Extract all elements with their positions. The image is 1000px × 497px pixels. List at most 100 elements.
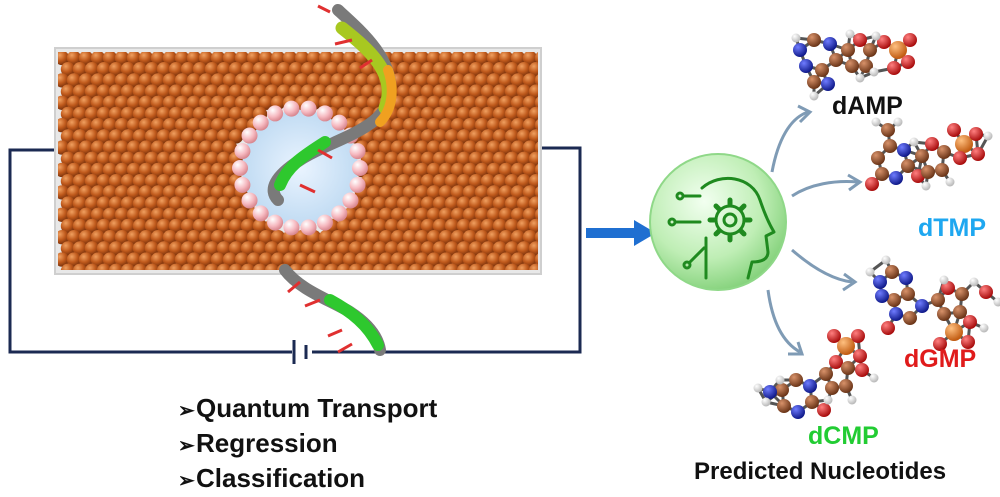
atom-c	[829, 53, 843, 67]
atom-h	[754, 384, 763, 393]
caption-predicted-nucleotides: Predicted Nucleotides	[694, 458, 946, 486]
rim-atom	[267, 215, 283, 231]
electrode-atom	[547, 163, 561, 177]
atom-c	[871, 151, 885, 165]
atom-o	[887, 61, 901, 75]
rim-atom	[301, 101, 317, 117]
method-item: ➢Classification	[178, 462, 437, 497]
atom-o	[953, 151, 967, 165]
molecule	[865, 118, 993, 192]
rim-atom	[267, 105, 283, 121]
molecule	[754, 329, 879, 419]
atom-c	[875, 167, 889, 181]
atom-o	[963, 315, 977, 329]
electrode-atom	[553, 107, 567, 121]
atom-c	[901, 287, 915, 301]
electrode-atom	[541, 129, 555, 143]
atom-o	[947, 123, 961, 137]
atom-o	[855, 363, 869, 377]
atom-c	[903, 311, 917, 325]
process-arrow	[586, 220, 656, 246]
electrode-atom	[541, 107, 555, 121]
atom-c	[777, 399, 791, 413]
electrode-atom	[553, 129, 567, 143]
electrode-atom	[547, 252, 561, 266]
atom-c	[937, 307, 951, 321]
atom-n	[763, 385, 777, 399]
electrode-atom	[553, 62, 567, 76]
atom-n	[889, 171, 903, 185]
rim-atom	[331, 205, 347, 221]
atom-h	[848, 396, 857, 405]
label-dgmp: dGMP	[904, 345, 976, 374]
electrode-atom	[547, 230, 561, 244]
atom-h	[870, 374, 879, 383]
bullet-arrow-icon: ➢	[178, 395, 196, 427]
atom-c	[789, 373, 803, 387]
rim-atom	[301, 219, 317, 235]
electrode-atom	[553, 219, 567, 233]
atom-o	[903, 33, 917, 47]
atom-c	[883, 139, 897, 153]
atom-c	[807, 75, 821, 89]
electrode-atom	[553, 152, 567, 166]
atom-h	[810, 92, 819, 101]
atom-n	[823, 37, 837, 51]
atom-c	[881, 123, 895, 137]
atom-h	[940, 276, 949, 285]
atom-c	[955, 287, 969, 301]
rim-atom	[283, 101, 299, 117]
atom-c	[885, 265, 899, 279]
atom-c	[953, 305, 967, 319]
rim-atom	[232, 160, 248, 176]
atom-o	[829, 355, 843, 369]
rim-atom	[253, 115, 269, 131]
atom-h	[882, 256, 891, 265]
atom-o	[853, 349, 867, 363]
atom-c	[825, 381, 839, 395]
atom-h	[856, 74, 865, 83]
atom-o	[817, 403, 831, 417]
label-dtmp: dTMP	[918, 214, 986, 243]
atom-h	[946, 178, 955, 187]
atom-o	[925, 137, 939, 151]
atom-o	[979, 285, 993, 299]
rim-atom	[283, 219, 299, 235]
electrode-atom	[553, 264, 567, 278]
electrode-atom	[553, 196, 567, 210]
electrode-atom	[547, 73, 561, 87]
atom-o	[901, 55, 915, 69]
atom-n	[875, 289, 889, 303]
atom-o	[827, 329, 841, 343]
atom-h	[984, 132, 993, 141]
atom-n	[793, 43, 807, 57]
atom-o	[881, 321, 895, 335]
atom-n	[821, 77, 835, 91]
atom-n	[873, 275, 887, 289]
atom-c	[805, 395, 819, 409]
atom-o	[865, 177, 879, 191]
rim-atom	[317, 215, 333, 231]
atom-h	[792, 34, 801, 43]
atom-c	[915, 149, 929, 163]
electrode-atom	[553, 241, 567, 255]
label-dcmp: dCMP	[808, 422, 879, 451]
method-item: ➢Quantum Transport	[178, 392, 437, 427]
electrode-atom	[541, 196, 555, 210]
electrode-atom	[547, 185, 561, 199]
bullet-arrow-icon: ➢	[178, 430, 196, 462]
electrode-atom	[553, 84, 567, 98]
rim-atom	[350, 177, 366, 193]
atom-n	[803, 379, 817, 393]
atom-n	[897, 143, 911, 157]
electrode-atom	[541, 264, 555, 278]
atom-h	[846, 30, 855, 39]
rim-atom	[234, 143, 250, 159]
rim-atom	[352, 160, 368, 176]
atom-n	[915, 299, 929, 313]
atom-h	[762, 398, 771, 407]
atom-n	[799, 59, 813, 73]
rim-atom	[331, 115, 347, 131]
electrode-atom	[547, 51, 561, 65]
